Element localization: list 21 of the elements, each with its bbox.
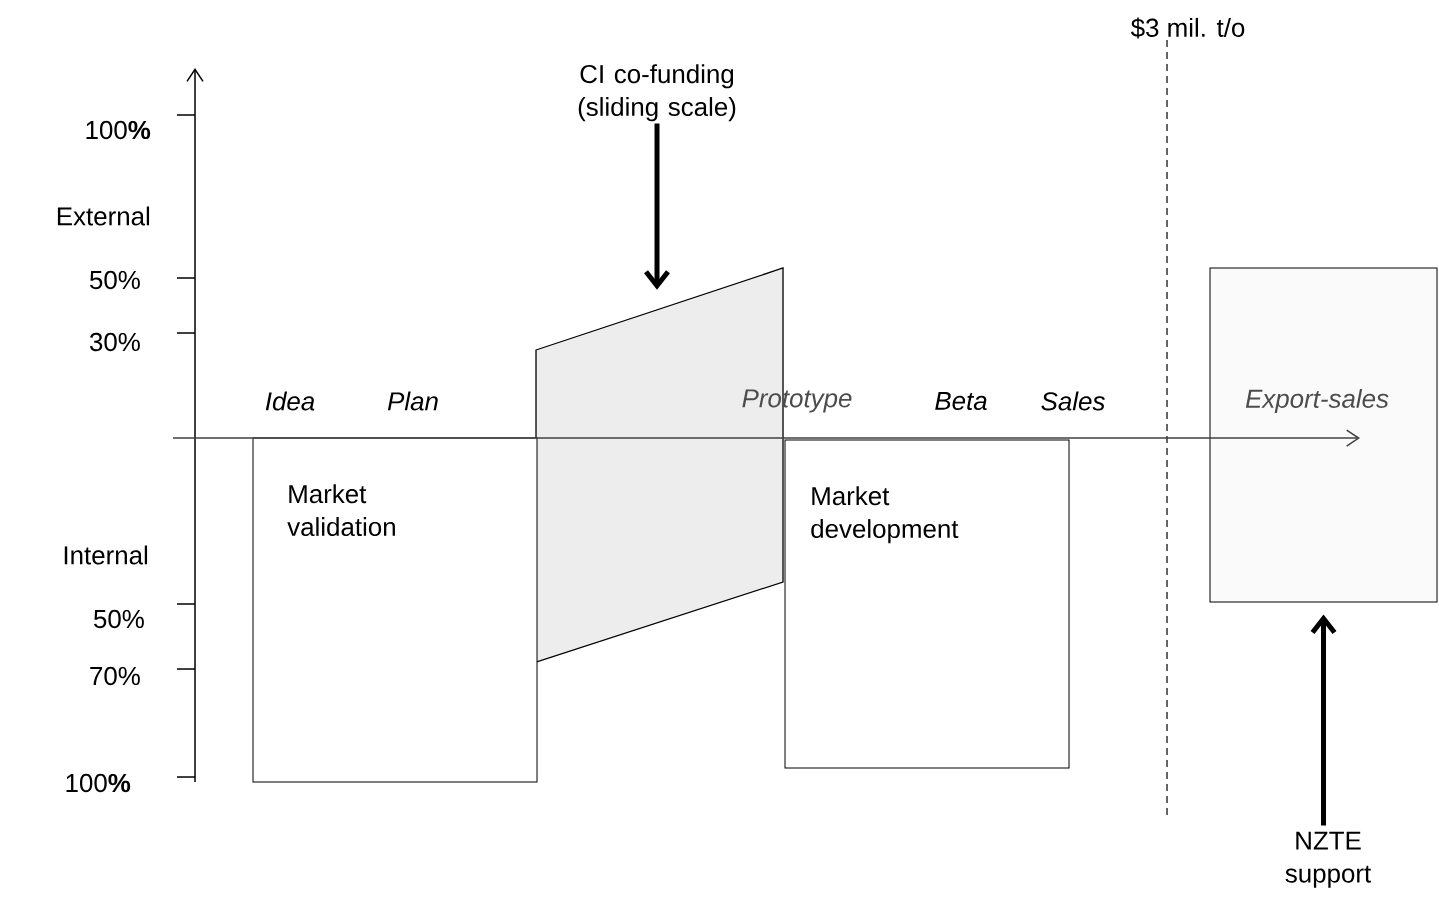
arrow — [644, 123, 670, 290]
axis-label: Internal — [64, 545, 148, 565]
axis-label: 50% — [90, 270, 140, 290]
stage-box: Market validation — [252, 437, 538, 783]
shaded-box — [1209, 267, 1438, 603]
stage-label: Plan — [387, 391, 438, 411]
stage-label: Idea — [265, 391, 315, 411]
axis-label: 50% — [94, 609, 144, 629]
stage-label: Beta — [935, 391, 987, 411]
axis-label: 30% — [89, 332, 140, 352]
axis-label: External — [57, 206, 150, 226]
axis-label: 100% — [66, 773, 131, 793]
axis-label: 100% — [86, 120, 151, 140]
axis-label: 70% — [90, 666, 140, 686]
callout-text: CI co-funding (sliding scale) — [578, 64, 736, 122]
threshold-label: $3 mil. t/o — [1130, 17, 1245, 39]
arrow — [1310, 614, 1337, 826]
stage-box: Market development — [784, 439, 1070, 769]
callout-text: NZTE support — [1285, 831, 1371, 888]
stage-label: Sales — [1041, 391, 1105, 411]
stage-label: Export-sales — [1245, 388, 1389, 414]
